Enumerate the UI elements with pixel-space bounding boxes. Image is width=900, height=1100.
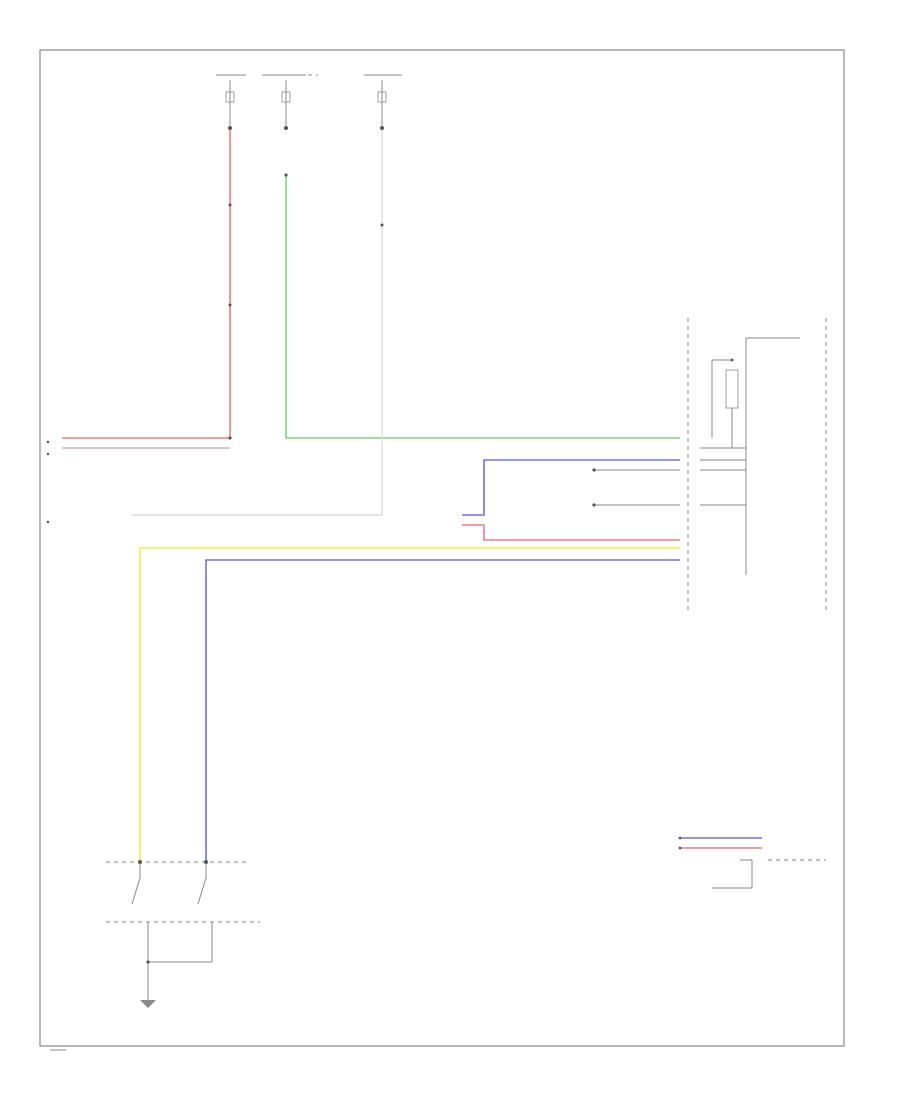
wire-red-upper	[462, 524, 680, 541]
wire-yellow	[139, 547, 680, 862]
fuse-block-middle	[262, 74, 318, 130]
fuse-block-left	[216, 74, 246, 130]
wire-green	[285, 175, 680, 439]
wire-white	[132, 130, 383, 516]
remote-module	[678, 836, 826, 889]
wire-blue-lower	[205, 559, 680, 862]
fuse-block-right	[364, 74, 402, 130]
diagram-frame	[39, 49, 845, 1047]
combination-meter	[687, 318, 827, 612]
wire-red	[62, 130, 231, 439]
wire-blue-upper	[462, 459, 680, 516]
switch-assembly	[106, 860, 260, 988]
ground-point-icon	[140, 988, 156, 1008]
